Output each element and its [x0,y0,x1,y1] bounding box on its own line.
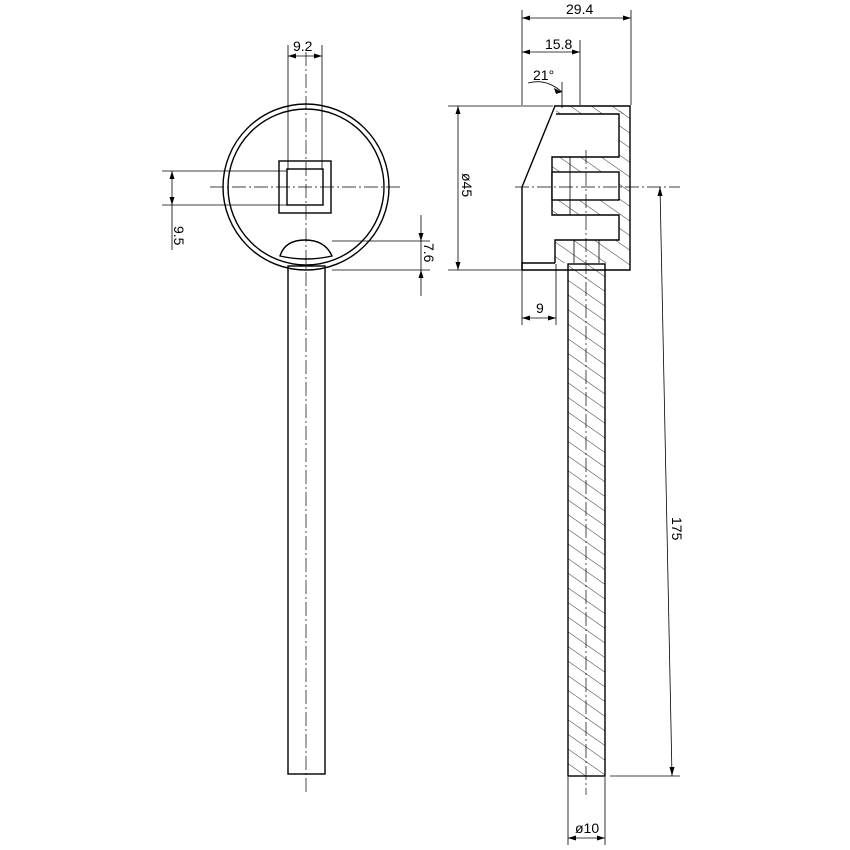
ring-inner-circle [227,108,385,266]
dim-21-deg: 21° [527,67,563,108]
head-chamfer [521,105,556,188]
ring-outer-circle [222,103,390,271]
handle-rod [287,265,326,775]
head-right-wall-hatch [619,106,630,270]
head-top-wall-hatch [556,106,630,114]
dim-dia10-label: ø10 [575,820,599,836]
dim-175-label: 175 [669,517,685,541]
square-socket-outer [278,160,332,214]
handle-boss [279,239,333,260]
dim-15-8-label: 15.8 [545,36,572,52]
dim-9-5: 9.5 [162,170,287,250]
dim-dia10: ø10 [567,777,606,845]
socket-bore [551,171,620,201]
rod-hatching [568,264,605,776]
side-view: 29.4 15.8 21° ø45 [448,1,685,845]
dim-7-6: 7.6 [332,215,437,296]
square-socket-inner [286,168,324,206]
dim-21-deg-label: 21° [533,67,554,83]
dim-15-8: 15.8 [522,36,581,105]
dim-9-2: 9.2 [287,38,323,170]
dim-175: 175 [610,186,685,777]
dim-9: 9 [521,264,557,325]
dim-29-4-label: 29.4 [566,1,593,17]
rod-outline [567,263,606,777]
dim-dia45: ø45 [448,105,553,271]
dim-9-label: 9 [536,300,544,316]
dim-7-6-label: 7.6 [421,243,437,263]
dim-9-5-label: 9.5 [171,226,187,246]
front-view: 9.2 9.5 7.6 [162,38,437,795]
dim-dia45-label: ø45 [459,173,475,197]
cavity-upper [551,113,620,263]
dim-9-2-label: 9.2 [293,38,313,54]
dim-29-4: 29.4 [521,1,632,105]
boss-hatch [555,240,619,263]
